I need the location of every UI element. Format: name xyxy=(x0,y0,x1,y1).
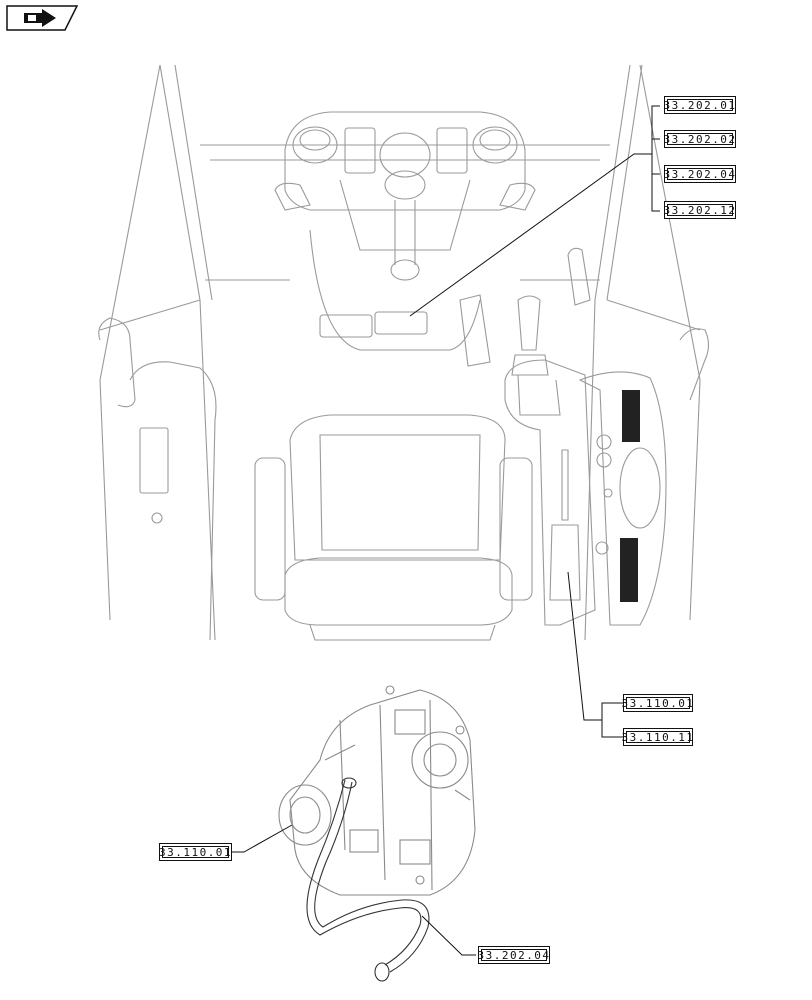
callout-33-202-01[interactable]: 33.202.01 xyxy=(663,96,736,114)
left-console xyxy=(98,317,710,641)
cab-frame xyxy=(99,64,701,641)
hydraulic-hose xyxy=(306,777,430,982)
callout-33-202-12[interactable]: 33.202.12 xyxy=(663,201,736,219)
next-page-arrow-icon[interactable] xyxy=(6,5,78,31)
callout-33-110-11[interactable]: 33.110.11 xyxy=(621,728,693,746)
dashboard xyxy=(274,111,536,367)
right-console xyxy=(504,247,667,626)
callout-hose-33-202-04[interactable]: 33.202.04 xyxy=(477,946,550,964)
seat xyxy=(254,414,533,641)
callout-33-202-02[interactable]: 33.202.02 xyxy=(663,130,736,148)
leader-lines xyxy=(232,105,660,956)
callout-33-110-01[interactable]: 33.110.01 xyxy=(621,694,693,712)
callout-33-202-04[interactable]: 33.202.04 xyxy=(663,165,736,183)
callout-transmission-33-110-01[interactable]: 33.110.01 xyxy=(159,843,232,861)
transmission-assembly xyxy=(278,685,476,896)
